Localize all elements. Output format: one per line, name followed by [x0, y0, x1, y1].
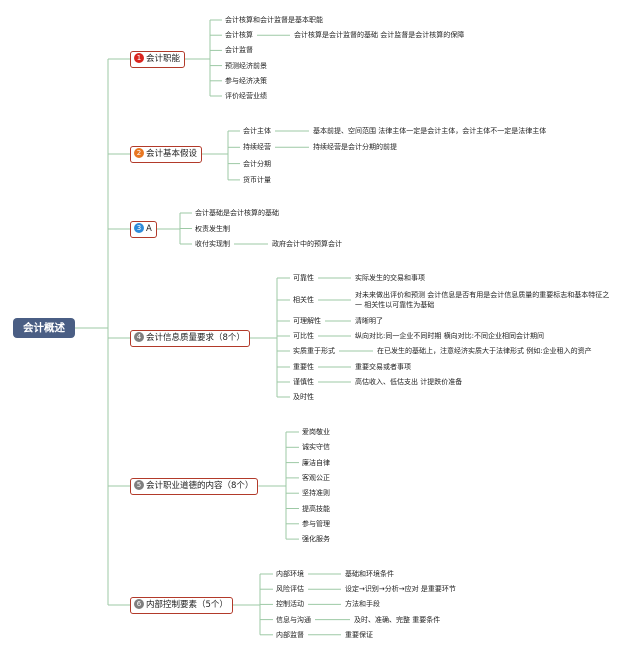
topic-item[interactable]: 会计核算和会计监督是基本职能: [225, 16, 323, 24]
topic-item[interactable]: 内部环境: [276, 570, 304, 578]
topic-detail: 实际发生的交易和事项: [355, 274, 425, 282]
topic-item[interactable]: 可比性: [293, 332, 314, 340]
topic-item[interactable]: 会计监督: [225, 46, 253, 55]
branch-label: 会计职业道德的内容（8个）: [146, 481, 254, 491]
topic-item[interactable]: 会计主体: [243, 127, 271, 135]
topic-item[interactable]: 控制活动: [276, 600, 304, 609]
topic-item[interactable]: 可理解性: [293, 317, 321, 325]
topic-detail: 纵向对比:同一企业不同时期 横向对比:不同企业相同会计期间: [355, 332, 544, 340]
topic-item[interactable]: 诚实守信: [302, 443, 330, 452]
topic-detail: 持续经营是会计分期的前提: [313, 143, 397, 152]
topic-item[interactable]: 权责发生制: [195, 224, 230, 233]
topic-item[interactable]: 廉洁自律: [302, 458, 330, 467]
branch-number-badge: 3: [134, 223, 144, 233]
topic-detail: 会计核算是会计监督的基础 会计监督是会计核算的保障: [294, 31, 465, 40]
topic-item[interactable]: 预测经济前景: [225, 61, 267, 70]
topic-item[interactable]: 信息与沟通: [276, 615, 311, 624]
branch-label: 会计信息质量要求（8个）: [146, 333, 245, 343]
topic-detail: 高估收入、低估支出 计提跌价准备: [355, 378, 463, 386]
topic-item[interactable]: 客观公正: [302, 473, 330, 482]
topic-item[interactable]: 谨慎性: [293, 378, 314, 386]
topic-item[interactable]: 参与管理: [302, 519, 330, 528]
topic-item[interactable]: 风险评估: [276, 585, 304, 594]
topic-detail: 方法和手段: [345, 600, 380, 609]
branch-number-badge: 1: [134, 53, 144, 63]
topic-item[interactable]: 收付实现制: [195, 240, 230, 248]
topic-item[interactable]: 会计分期: [243, 159, 271, 168]
topic-item[interactable]: 会计核算: [225, 31, 253, 40]
topic-item[interactable]: 提高技能: [302, 504, 330, 513]
branch-number-badge: 5: [134, 480, 144, 490]
topic-detail: 重要保证: [345, 630, 373, 639]
topic-item[interactable]: 及时性: [293, 393, 314, 401]
topic-detail: 设定→识别→分析→应对 是重要环节: [345, 585, 456, 594]
branch-label: 会计职能: [146, 54, 181, 64]
branch-number-badge: 2: [134, 148, 144, 158]
root-node[interactable]: 会计概述: [13, 318, 75, 338]
topic-item[interactable]: 实质重于形式: [293, 347, 335, 355]
topic-detail: 及时、准确、完整 重要条件: [354, 615, 441, 624]
topic-item[interactable]: 评价经营业绩: [225, 92, 267, 100]
topic-detail: 基础和环境条件: [345, 570, 394, 578]
branch-number-badge: 6: [134, 599, 144, 609]
topic-item[interactable]: 持续经营: [243, 143, 271, 152]
topic-item[interactable]: 爱岗敬业: [302, 428, 330, 436]
topic-detail: 在已发生的基础上，注意经济实质大于法律形式 例如:企业租入的资产: [377, 347, 592, 355]
topic-item[interactable]: 坚持准则: [302, 489, 330, 498]
topic-detail: 对未来做出评价和预测 会计信息是否有用是会计信息质量的重要标志和基本特征之一 相…: [355, 291, 610, 309]
topic-item[interactable]: 货币计量: [243, 175, 271, 184]
topic-detail: 基本前提、空间范围 法律主体一定是会计主体，会计主体不一定是法律主体: [313, 127, 547, 135]
branch-label: 内部控制要素（5个）: [146, 600, 228, 610]
topic-item[interactable]: 重要性: [293, 363, 314, 371]
topic-detail: 重要交易或者事项: [355, 363, 411, 371]
branch-number-badge: 4: [134, 332, 144, 342]
topic-item[interactable]: 内部监督: [276, 630, 304, 639]
topic-item[interactable]: 参与经济决策: [225, 76, 267, 85]
topic-detail: 清晰明了: [355, 317, 383, 325]
topic-detail: 政府会计中的预算会计: [272, 240, 342, 248]
topic-item[interactable]: 会计基础是会计核算的基础: [195, 209, 279, 217]
topic-item[interactable]: 可靠性: [293, 274, 314, 282]
branch-label: 会计基本假设: [146, 149, 198, 159]
branch-label: A: [146, 224, 152, 234]
topic-item[interactable]: 强化服务: [302, 535, 330, 544]
topic-item[interactable]: 相关性: [293, 296, 314, 304]
